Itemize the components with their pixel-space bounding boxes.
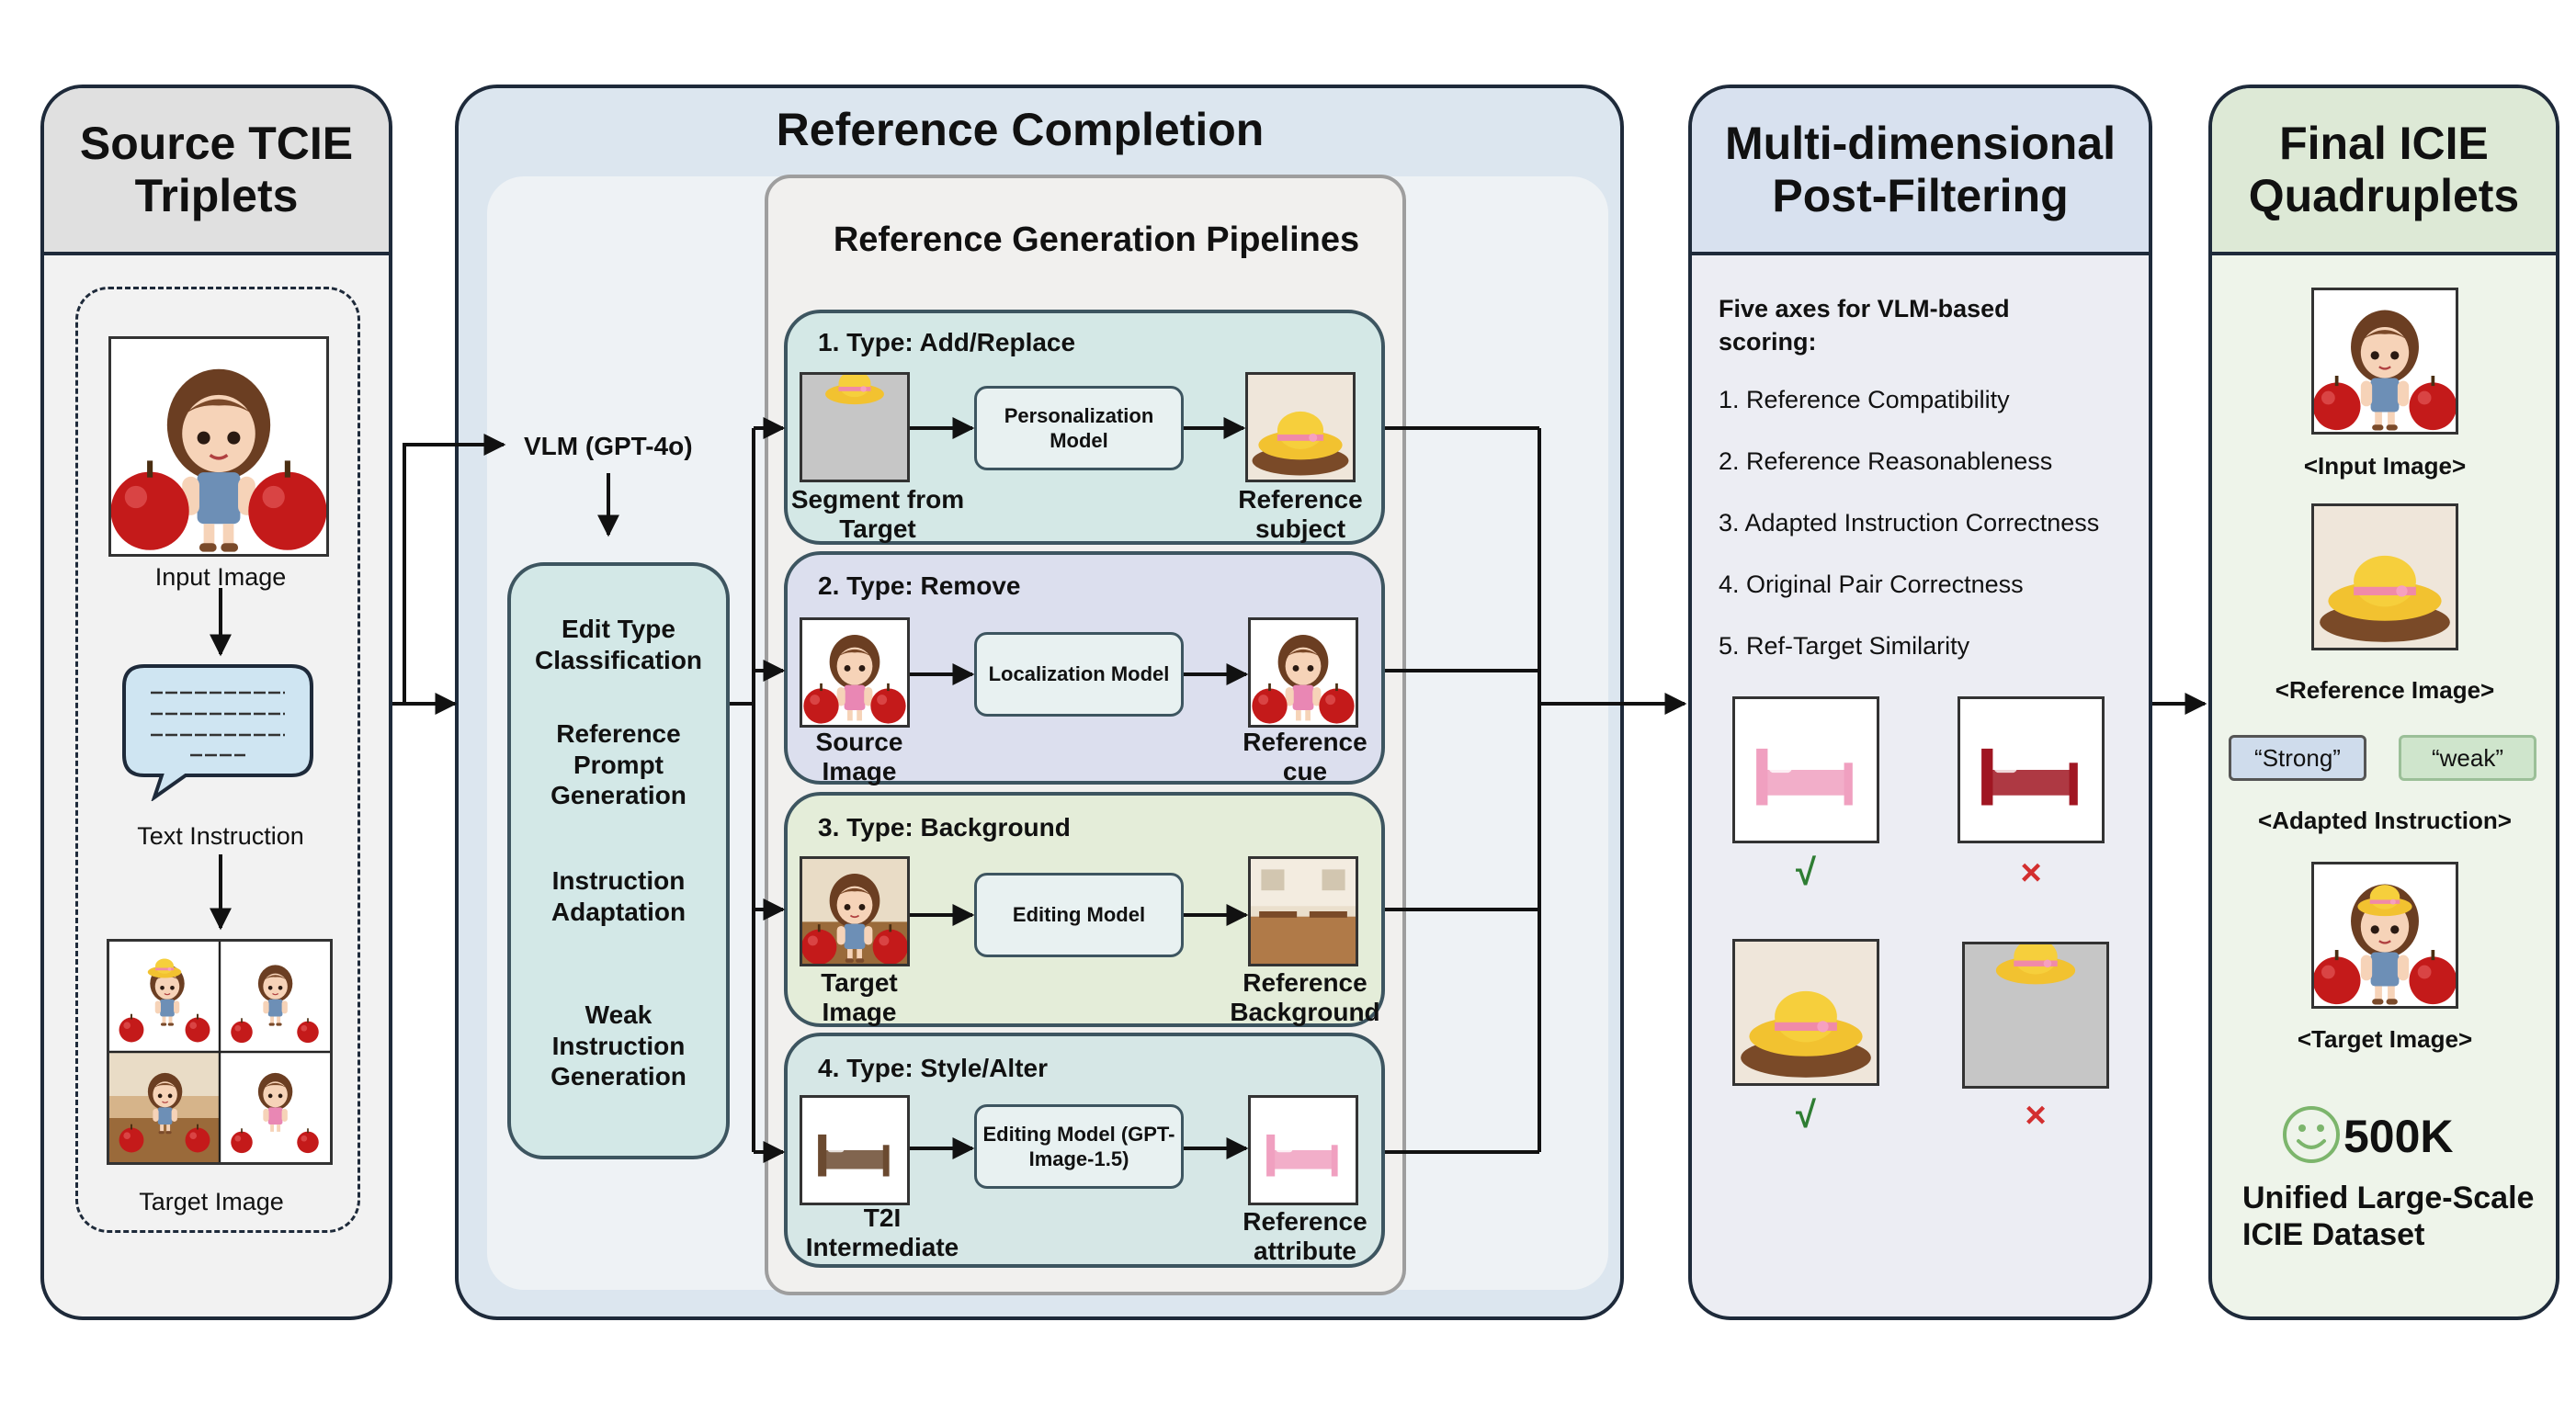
source-dashed-group — [75, 287, 360, 1233]
speech-bubble — [121, 663, 314, 803]
pipeline-4-right-label: Reference attribute — [1243, 1207, 1367, 1266]
fail-mark-1: × — [2020, 853, 2042, 893]
dataset-line-2: ICIE Dataset — [2242, 1217, 2425, 1252]
dataset-count: 500K — [2343, 1111, 2454, 1162]
filter-panel-header: Multi-dimensional Post-Filtering — [1692, 88, 2149, 255]
filter-panel-title: Multi-dimensional Post-Filtering — [1725, 117, 2116, 222]
axis-1: 1. Reference Compatibility — [1719, 386, 2010, 413]
pipeline-2-right-label: Reference cue — [1243, 728, 1367, 786]
smiley-icon — [2281, 1104, 2342, 1165]
filter-example-hat-segment — [1962, 942, 2109, 1089]
final-reference-image — [2311, 503, 2458, 650]
pipeline-remove-title: 2. Type: Remove — [818, 571, 1021, 600]
pipeline-background-title: 3. Type: Background — [818, 813, 1071, 842]
weak-tag: “weak” — [2399, 735, 2536, 781]
pipelines-title: Reference Generation Pipelines — [833, 220, 1360, 259]
filter-intro: Five axes for VLM-based scoring: — [1719, 295, 2010, 356]
final-panel-header: Final ICIE Quadruplets — [2212, 88, 2556, 255]
pipeline-4-model: Editing Model (GPT-Image-1.5) — [974, 1104, 1184, 1189]
step-edit-type: Edit Type Classification — [534, 615, 703, 674]
axis-3: 3. Adapted Instruction Correctness — [1719, 509, 2100, 537]
pipeline-style-alter-title: 4. Type: Style/Alter — [818, 1054, 1049, 1082]
strong-tag: “Strong” — [2229, 735, 2366, 781]
pipeline-2-right-image — [1248, 617, 1358, 728]
pipeline-4-right-image — [1248, 1095, 1358, 1205]
source-target-grid — [107, 939, 333, 1165]
pipeline-1-right-label: Reference subject — [1238, 485, 1363, 544]
source-panel-header: Source TCIE Triplets — [44, 88, 389, 255]
pipeline-2-left-image — [800, 617, 910, 728]
final-adapted-label: <Adapted Instruction> — [2258, 807, 2512, 834]
filter-example-red-bed — [1958, 696, 2105, 843]
vlm-steps-box — [507, 562, 730, 1159]
step-reference-prompt: Reference Prompt Generation — [550, 719, 687, 810]
pipeline-2-model: Localization Model — [974, 632, 1184, 717]
final-reference-label: <Reference Image> — [2275, 676, 2495, 704]
final-input-image — [2311, 288, 2458, 435]
pipeline-2-left-label: Source Image — [815, 728, 903, 786]
filter-example-pink-bed — [1732, 696, 1879, 843]
final-target-label: <Target Image> — [2297, 1025, 2473, 1053]
axis-2: 2. Reference Reasonableness — [1719, 447, 2053, 475]
axis-5: 5. Ref-Target Similarity — [1719, 632, 1970, 660]
reference-panel-title: Reference Completion — [776, 104, 1265, 155]
pass-mark-1: √ — [1796, 853, 1816, 893]
pipeline-1-left-image — [800, 372, 910, 482]
pipeline-3-right-image — [1248, 856, 1358, 966]
pass-mark-2: √ — [1796, 1095, 1816, 1135]
source-input-image — [108, 336, 329, 557]
pipeline-1-right-image — [1245, 372, 1356, 482]
fail-mark-2: × — [2025, 1095, 2047, 1135]
final-input-label: <Input Image> — [2303, 452, 2467, 480]
pipeline-3-left-image — [800, 856, 910, 966]
pipeline-1-model: Personalization Model — [974, 386, 1184, 470]
pipeline-3-right-label: Reference Background — [1230, 968, 1380, 1027]
pipeline-3-model: Editing Model — [974, 873, 1184, 957]
filter-example-hat-table — [1732, 939, 1879, 1086]
pipeline-1-left-label: Segment from Target — [790, 485, 965, 544]
pipeline-4-left-image — [800, 1095, 910, 1205]
step-instruction-adaptation: Instruction Adaptation — [550, 866, 687, 926]
source-panel-title: Source TCIE Triplets — [79, 117, 354, 222]
source-text-label: Text Instruction — [137, 822, 304, 850]
arrow-to-vlm — [403, 434, 506, 704]
vlm-label: VLM (GPT-4o) — [524, 432, 693, 460]
pipeline-3-left-label: Target Image — [821, 968, 898, 1027]
final-panel-title: Final ICIE Quadruplets — [2248, 117, 2520, 222]
source-input-label: Input Image — [154, 563, 287, 591]
axis-4: 4. Original Pair Correctness — [1719, 571, 2024, 598]
step-weak-instruction: Weak Instruction Generation — [550, 1000, 687, 1091]
dataset-line-1: Unified Large-Scale — [2242, 1181, 2535, 1215]
pipeline-4-left-label: T2I Intermediate — [805, 1203, 959, 1262]
pipeline-add-replace-title: 1. Type: Add/Replace — [818, 328, 1076, 356]
final-target-image — [2311, 862, 2458, 1009]
source-target-label: Target Image — [139, 1188, 284, 1215]
